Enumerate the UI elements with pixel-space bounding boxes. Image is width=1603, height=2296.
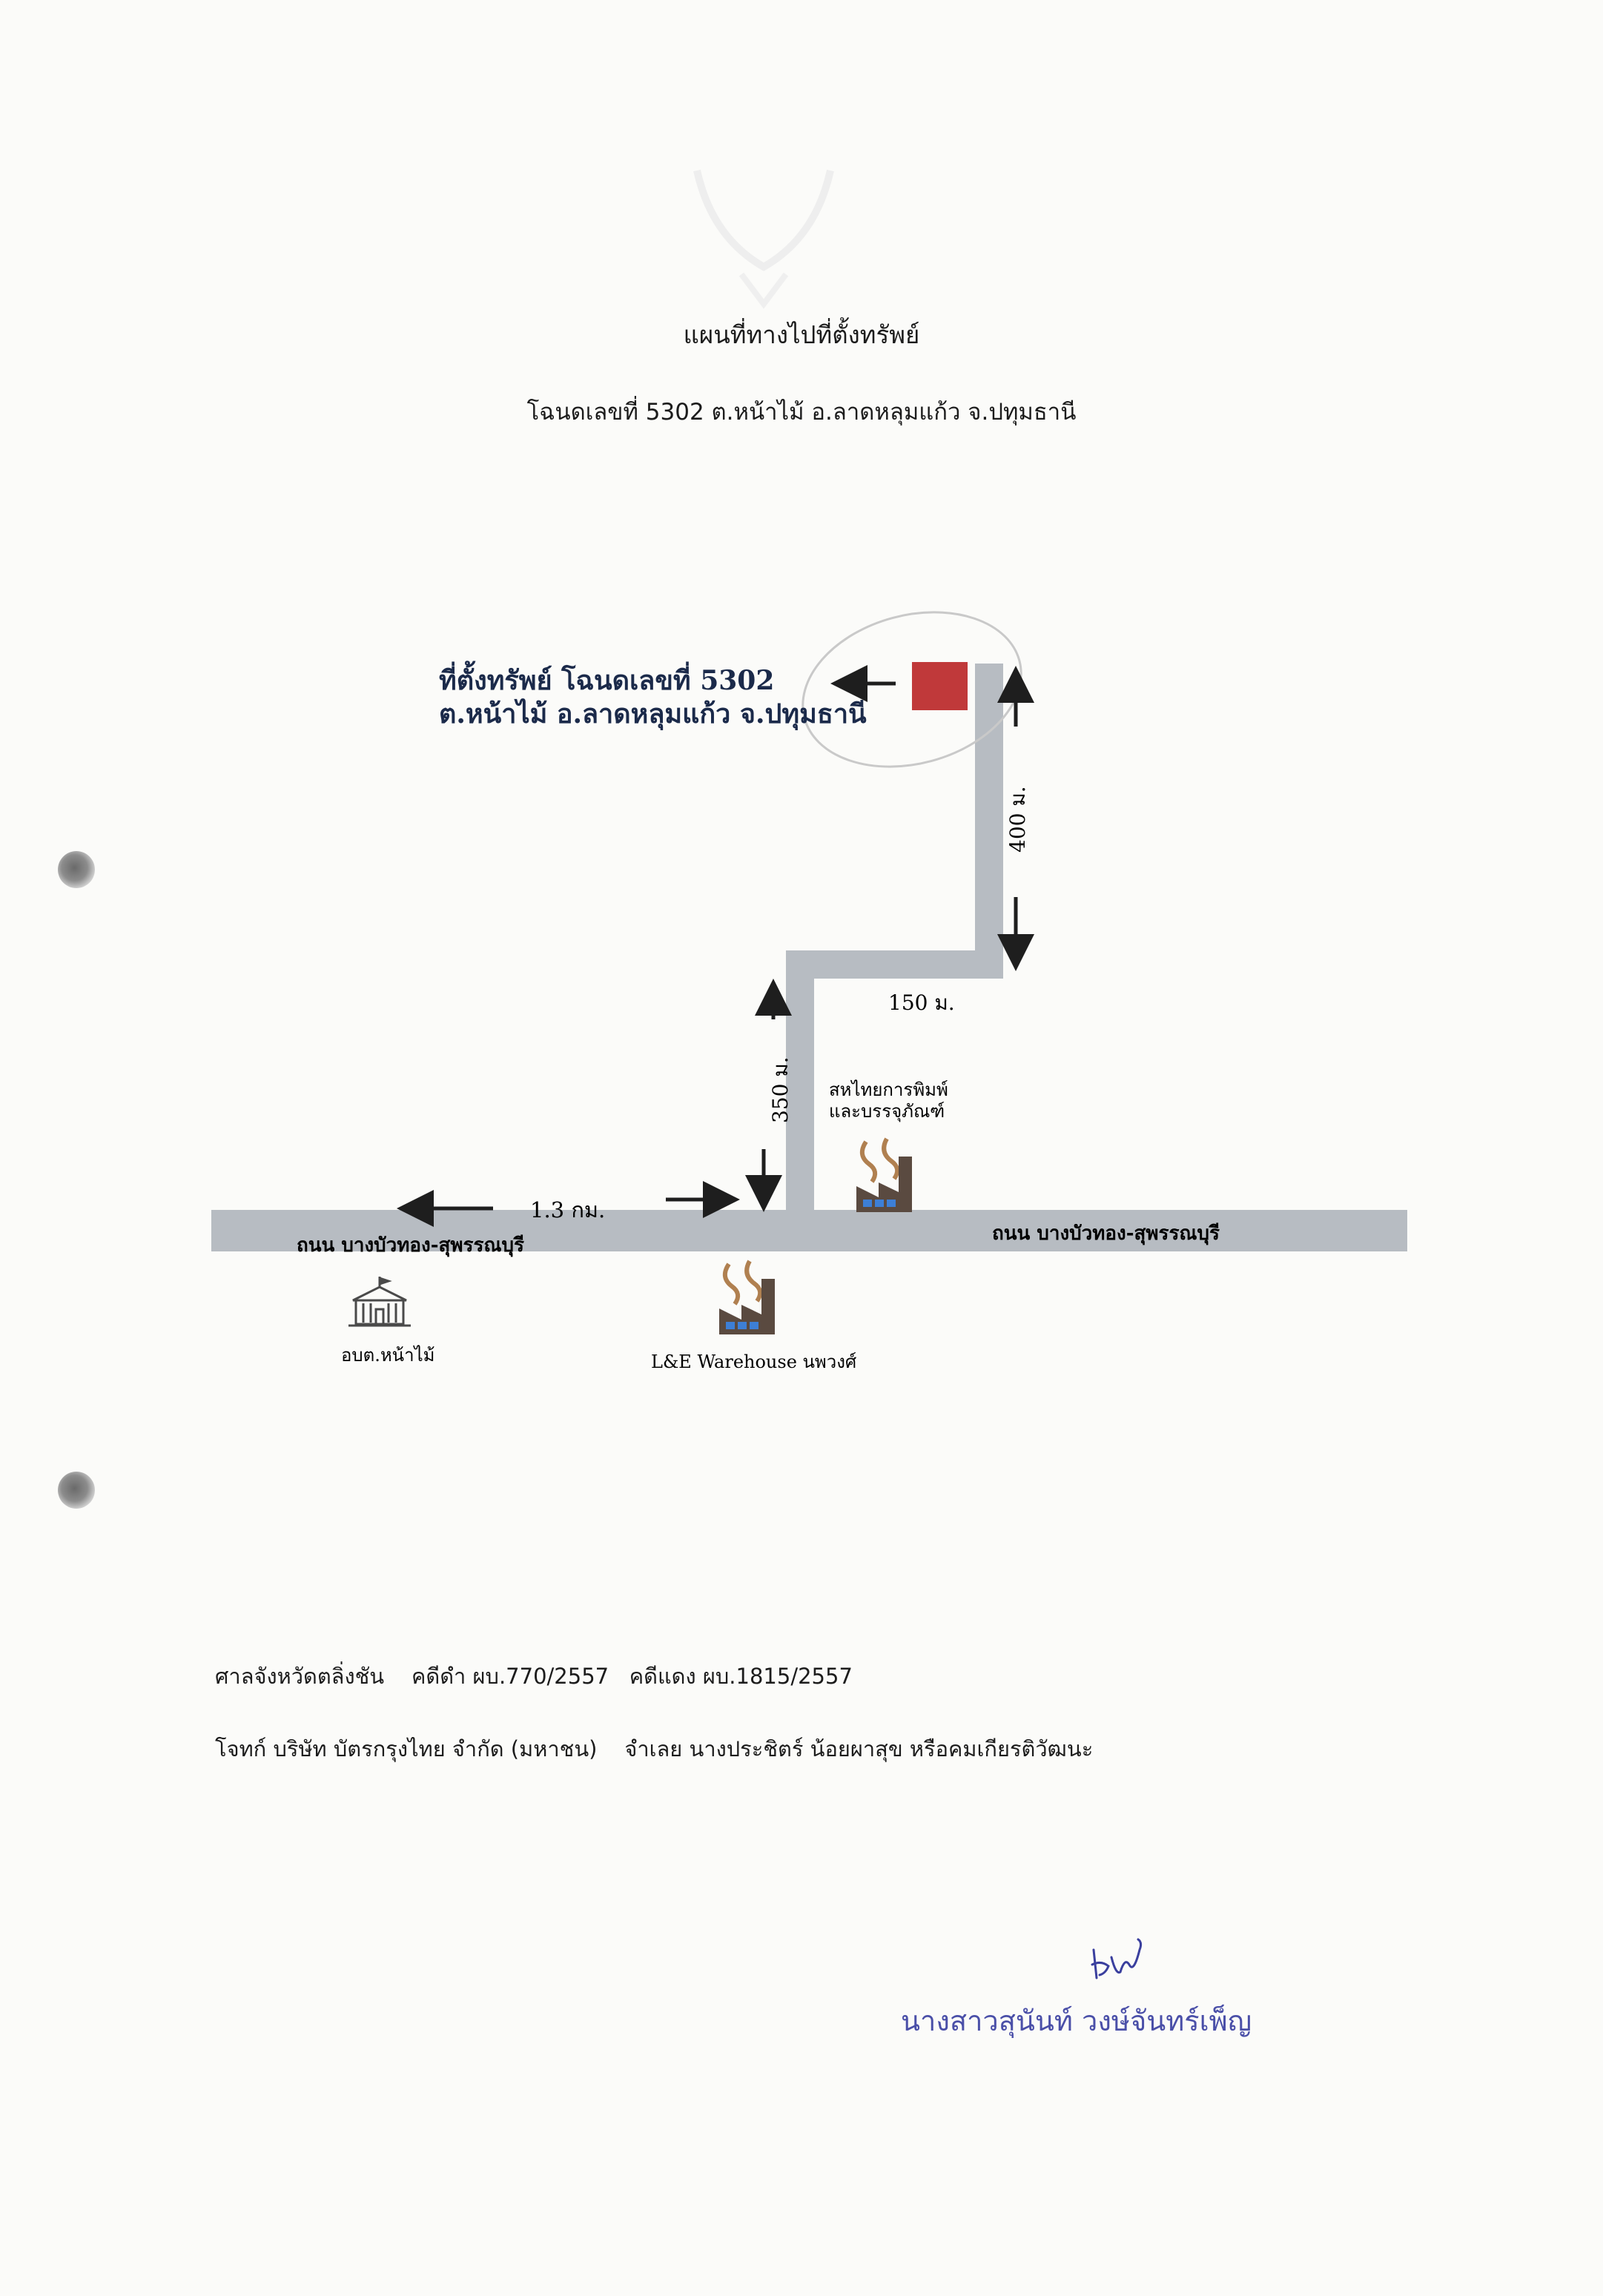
faint-emblem <box>693 169 834 309</box>
property-label-line2: ต.หน้าไม้ อ.ลาดหลุมแก้ว จ.ปทุมธานี <box>439 698 867 731</box>
government-office-icon <box>348 1277 411 1327</box>
warehouse-icon <box>719 1260 775 1334</box>
property-highlight-circle <box>802 611 1022 768</box>
court-case-line: ศาลจังหวัดตลิ่งชัน คดีดำ ผบ.770/2557 คดี… <box>215 1664 853 1689</box>
factory-icon <box>856 1137 912 1212</box>
access-road <box>786 664 1003 1210</box>
road-label-right: ถนน บางบัวทอง-สุพรรณบุรี <box>992 1223 1220 1245</box>
punch-hole-bottom <box>58 1472 95 1509</box>
factory-1-label-line2: และบรรจุภัณฑ์ <box>829 1101 945 1122</box>
property-marker <box>912 662 968 710</box>
distance-400-label: 400 ม. <box>1005 786 1030 853</box>
parties-line: โจทก์ บริษัท บัตรกรุงไทย จำกัด (มหาชน) จ… <box>215 1736 1094 1761</box>
page-subtitle: โฉนดเลขที่ 5302 ต.หน้าไม้ อ.ลาดหลุมแก้ว … <box>526 399 1077 426</box>
warehouse-label: L&E Warehouse นพวงศ์ <box>651 1352 856 1372</box>
factory-1-label-line1: สหไทยการพิมพ์ <box>829 1079 948 1100</box>
distance-150-label: 150 ม. <box>888 990 955 1015</box>
punch-hole-top <box>58 851 95 888</box>
distance-350-label: 350 ม. <box>768 1056 793 1123</box>
distance-1-3-label: 1.3 กม. <box>530 1197 605 1223</box>
office-label: อบต.หน้าไม้ <box>341 1345 434 1366</box>
handwritten-signature <box>1091 1938 1143 1979</box>
page-title: แผนที่ทางไปที่ตั้งทรัพย์ <box>683 320 920 349</box>
property-label-line1: ที่ตั้งทรัพย์ โฉนดเลขที่ 5302 <box>439 661 774 696</box>
road-label-left: ถนน บางบัวทอง-สุพรรณบุรี <box>297 1234 524 1257</box>
signatory-name: นางสาวสุนันท์ วงษ์จันทร์เพ็ญ <box>901 2005 1252 2037</box>
